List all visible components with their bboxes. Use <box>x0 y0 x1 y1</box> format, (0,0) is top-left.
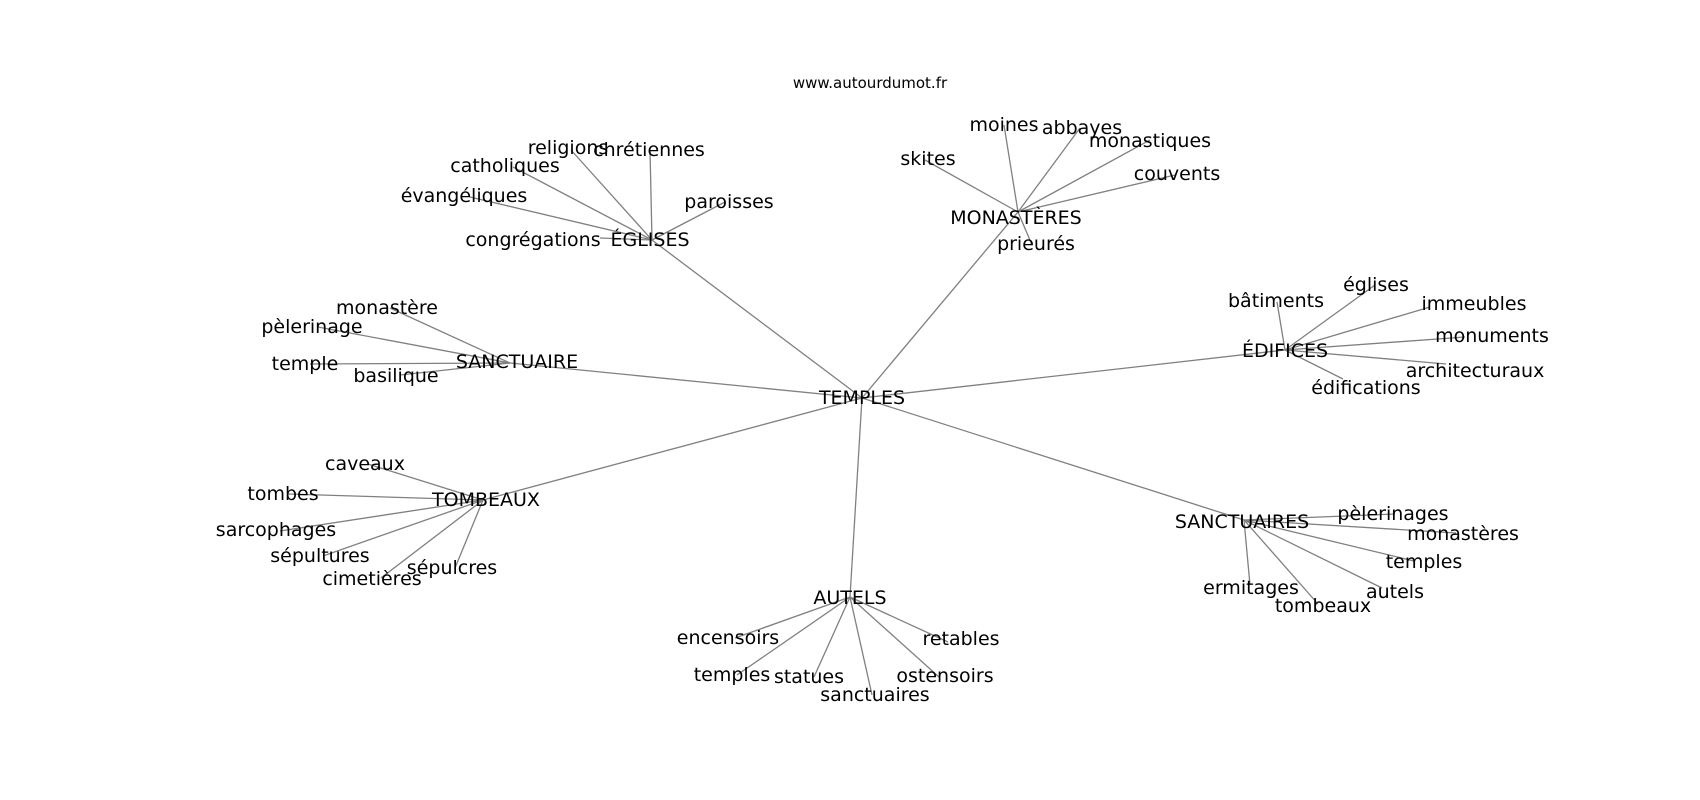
edge-eglises-chretiennes-1 <box>649 149 653 241</box>
leaf-node-monasteres-prieures-5[interactable]: prieurés <box>997 233 1075 255</box>
edge-edifices-architecturaux-4 <box>1284 349 1447 365</box>
edge-sanctuaire-pelerinage-1 <box>317 326 511 364</box>
leaf-node-eglises-chretiennes-1[interactable]: chrétiennes <box>593 139 705 161</box>
edge-edifices-monuments-3 <box>1284 336 1466 351</box>
edge-sanctuaire-temple-2 <box>309 362 511 365</box>
edge-eglises-religions-0 <box>570 149 653 241</box>
edge-sanctuaire-monastere-0 <box>389 307 511 364</box>
edge-monasteres-abbayes-1 <box>1017 127 1081 213</box>
edge-monasteres-skites-3 <box>924 159 1019 213</box>
edge-eglises-paroisses-5 <box>651 201 726 241</box>
leaf-node-monasteres-monastiques-2[interactable]: monastiques <box>1089 130 1211 152</box>
hub-node-autels[interactable]: AUTELS <box>813 587 886 609</box>
edge-eglises-congregations-4 <box>599 237 653 241</box>
leaf-node-autels-temples-1[interactable]: temples <box>694 664 771 686</box>
leaf-node-tombeaux-sepulcres-5[interactable]: sépulcres <box>407 557 497 579</box>
leaf-node-tombeaux-caveaux-0[interactable]: caveaux <box>325 453 405 475</box>
leaf-node-sanctuaires-ermitages-4[interactable]: ermitages <box>1203 577 1299 599</box>
leaf-node-sanctuaire-pelerinage-1[interactable]: pèlerinage <box>261 316 362 338</box>
leaf-node-monasteres-couvents-4[interactable]: couvents <box>1134 163 1220 185</box>
edge-edifices-batiments-0 <box>1276 301 1286 351</box>
edge-root-sanctuaire <box>509 362 863 399</box>
edge-monasteres-moines-0 <box>1003 124 1019 213</box>
leaf-node-monasteres-abbayes-1[interactable]: abbayes <box>1042 117 1122 139</box>
edge-monasteres-monastiques-2 <box>1017 139 1151 213</box>
leaf-node-sanctuaire-monastere-0[interactable]: monastère <box>336 297 438 319</box>
leaf-node-sanctuaire-temple-2[interactable]: temple <box>272 353 339 375</box>
leaf-node-monasteres-moines-0[interactable]: moines <box>969 114 1038 136</box>
edge-autels-temples-1 <box>736 596 851 676</box>
leaf-node-edifices-edifications-5[interactable]: édifications <box>1311 377 1420 399</box>
edge-sanctuaires-temples-2 <box>1243 519 1415 562</box>
leaf-node-edifices-immeubles-2[interactable]: immeubles <box>1422 293 1527 315</box>
edge-edifices-immeubles-2 <box>1284 306 1431 351</box>
leaf-node-eglises-congregations-4[interactable]: congrégations <box>465 229 600 251</box>
leaf-node-edifices-batiments-0[interactable]: bâtiments <box>1228 290 1324 312</box>
edge-autels-ostensoirs-5 <box>849 596 940 678</box>
graph-labels: www.autourdumot.fr TEMPLES ÉGLISES religio… <box>216 74 1549 706</box>
edge-root-autels <box>849 397 863 598</box>
edge-edifices-eglises-1 <box>1284 284 1376 351</box>
leaf-node-autels-sanctuaires-3[interactable]: sanctuaires <box>820 684 929 706</box>
hub-node-sanctuaire[interactable]: SANCTUAIRE <box>456 351 578 373</box>
leaf-node-sanctuaires-tombeaux-5[interactable]: tombeaux <box>1275 595 1371 617</box>
edge-tombeaux-sarcophages-2 <box>279 499 484 532</box>
leaf-node-edifices-monuments-3[interactable]: monuments <box>1435 325 1549 347</box>
hub-node-monasteres[interactable]: MONASTÈRES <box>950 206 1082 229</box>
leaf-node-tombeaux-tombes-1[interactable]: tombes <box>247 483 318 505</box>
leaf-node-edifices-eglises-1[interactable]: églises <box>1343 274 1409 296</box>
edge-edifices-edifications-5 <box>1284 349 1344 380</box>
edge-monasteres-couvents-4 <box>1017 174 1176 213</box>
edge-autels-sanctuaires-3 <box>849 596 873 696</box>
leaf-node-sanctuaire-basilique-3[interactable]: basilique <box>353 365 438 387</box>
graph-edges <box>279 124 1466 696</box>
leaf-node-sanctuaires-monasteres-1[interactable]: monastères <box>1407 523 1519 545</box>
edge-root-eglises <box>651 239 863 399</box>
leaf-node-tombeaux-sarcophages-2[interactable]: sarcophages <box>216 519 336 541</box>
edge-root-edifices <box>861 349 1286 399</box>
edge-autels-retables-4 <box>849 596 949 643</box>
edge-root-monasteres <box>861 211 1019 399</box>
edge-root-tombeaux <box>482 397 863 501</box>
edge-autels-encensoirs-0 <box>734 596 851 639</box>
edge-tombeaux-tombes-1 <box>287 493 484 501</box>
edge-tombeaux-sepulcres-5 <box>454 499 484 569</box>
leaf-node-sanctuaires-autels-3[interactable]: autels <box>1366 581 1424 603</box>
leaf-node-eglises-catholiques-2[interactable]: catholiques <box>450 155 559 177</box>
edge-sanctuaires-ermitages-4 <box>1243 519 1251 586</box>
hub-node-sanctuaires[interactable]: SANCTUAIRES <box>1175 511 1309 533</box>
edge-sanctuaires-monasteres-1 <box>1243 519 1457 534</box>
leaf-node-autels-encensoirs-0[interactable]: encensoirs <box>677 627 779 649</box>
edge-eglises-evangeliques-3 <box>469 196 653 241</box>
leaf-node-eglises-religions-0[interactable]: religions <box>528 137 609 159</box>
leaf-node-autels-ostensoirs-5[interactable]: ostensoirs <box>896 665 993 687</box>
edge-sanctuaires-autels-3 <box>1243 519 1383 589</box>
edge-tombeaux-sepultures-3 <box>322 499 484 557</box>
edge-autels-statues-2 <box>813 596 851 678</box>
leaf-node-monasteres-skites-3[interactable]: skites <box>900 148 955 170</box>
edge-sanctuaires-pelerinages-0 <box>1243 513 1396 521</box>
leaf-node-autels-retables-4[interactable]: retables <box>922 628 999 650</box>
hub-node-tombeaux[interactable]: TOMBEAUX <box>431 489 540 511</box>
leaf-node-autels-statues-2[interactable]: statues <box>774 666 844 688</box>
edge-sanctuaire-basilique-3 <box>399 362 511 376</box>
root-node-label[interactable]: TEMPLES <box>818 387 905 409</box>
hub-node-eglises[interactable]: ÉGLISES <box>610 228 689 251</box>
edge-monasteres-prieures-5 <box>1017 211 1033 246</box>
leaf-node-edifices-architecturaux-4[interactable]: architecturaux <box>1406 360 1545 382</box>
site-url[interactable]: www.autourdumot.fr <box>793 74 948 92</box>
leaf-node-sanctuaires-pelerinages-0[interactable]: pèlerinages <box>1337 503 1448 525</box>
leaf-node-tombeaux-sepultures-3[interactable]: sépultures <box>270 545 369 567</box>
edge-root-sanctuaires <box>861 397 1245 521</box>
leaf-node-tombeaux-cimetieres-4[interactable]: cimetières <box>322 568 421 590</box>
edge-sanctuaires-tombeaux-5 <box>1243 519 1319 605</box>
leaf-node-eglises-paroisses-5[interactable]: paroisses <box>684 191 773 213</box>
hub-node-edifices[interactable]: ÉDIFICES <box>1242 339 1328 362</box>
leaf-node-eglises-evangeliques-3[interactable]: évangéliques <box>401 185 528 207</box>
edge-tombeaux-caveaux-0 <box>367 463 484 501</box>
leaf-node-sanctuaires-temples-2[interactable]: temples <box>1386 551 1463 573</box>
edge-eglises-catholiques-2 <box>512 166 653 241</box>
edge-tombeaux-cimetieres-4 <box>380 499 484 579</box>
